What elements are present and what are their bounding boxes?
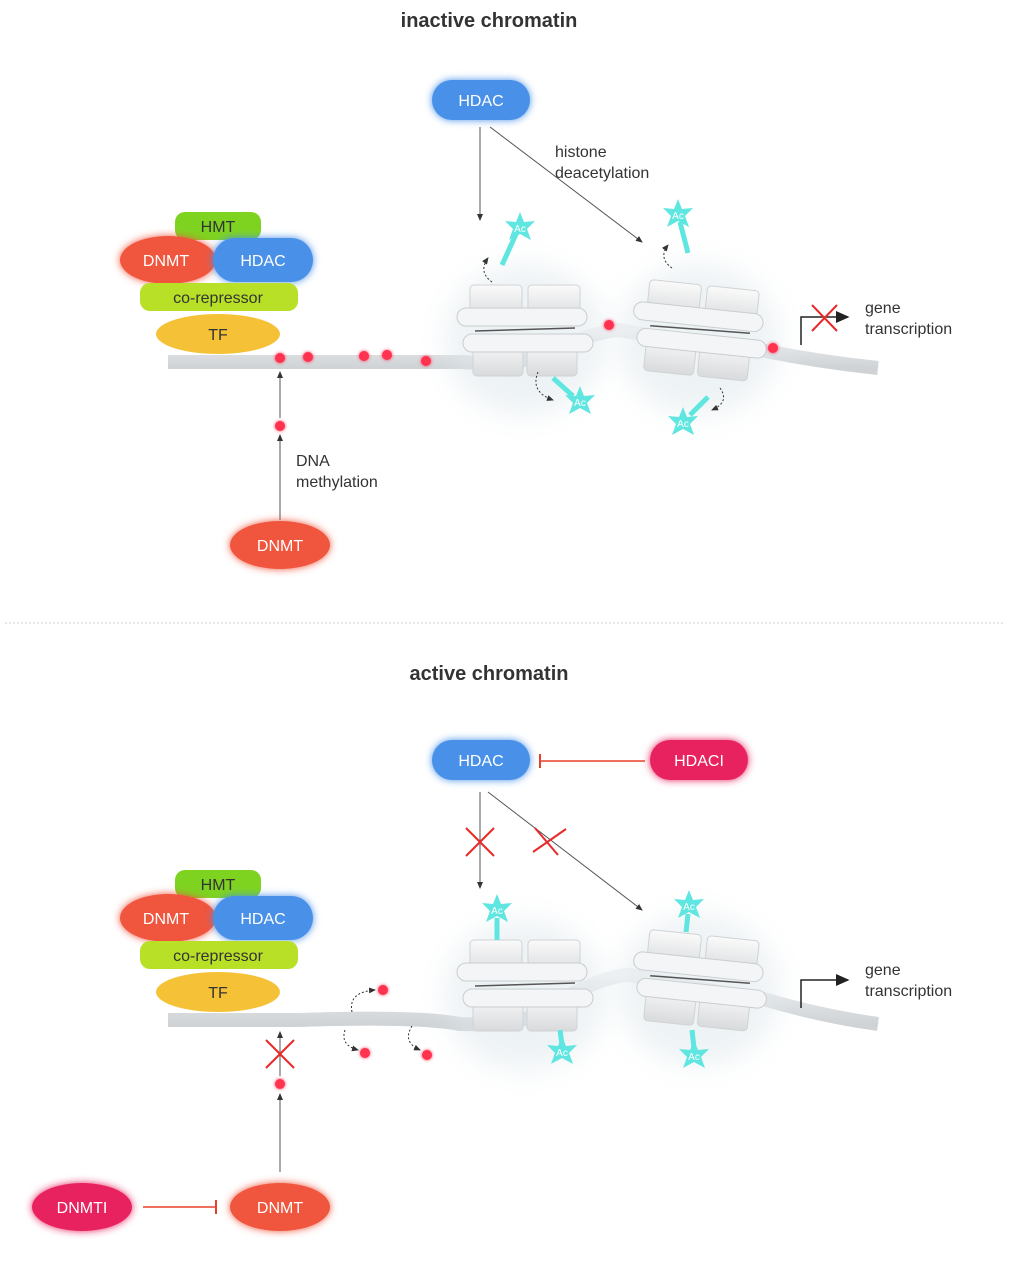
methyl-dot: [303, 352, 313, 362]
release-arrow: [407, 1025, 421, 1051]
release-arrow: [535, 371, 554, 401]
svg-text:DNMT: DNMT: [257, 538, 303, 555]
svg-text:co-repressor: co-repressor: [173, 290, 263, 307]
svg-text:Ac: Ac: [574, 398, 586, 409]
block-x-icon: [265, 1039, 295, 1069]
tf-protein: [156, 314, 280, 354]
methyl-dot: [275, 1079, 285, 1089]
methyl-dot: [360, 1048, 370, 1058]
release-arrow: [482, 257, 493, 283]
inhibition-line-hdaci: [539, 754, 645, 768]
nucleosome-1-active: [445, 920, 605, 1070]
arrow-hdac-to-nucleosome-2: [487, 791, 643, 911]
deacetylation-label: histone: [555, 144, 607, 161]
deacetylation-label-2: deacetylation: [555, 165, 649, 182]
svg-text:Ac: Ac: [672, 211, 684, 222]
svg-text:HDAC: HDAC: [240, 253, 285, 270]
acetyl-group: Ac: [499, 212, 535, 267]
hdac-protein: [213, 238, 313, 282]
dnmti-inhibitor: DNMTI: [32, 1183, 132, 1231]
transcription-start-active: [800, 974, 850, 1008]
corepressor-protein: [140, 283, 298, 311]
acetyl-group: Ac: [679, 1029, 709, 1068]
hdac-top-active: HDAC: [432, 740, 530, 780]
svg-text:Ac: Ac: [514, 224, 526, 235]
methyl-dot: [604, 320, 614, 330]
svg-text:Ac: Ac: [556, 1048, 568, 1059]
panel-title-active: active chromatin: [410, 663, 569, 685]
svg-text:DNMT: DNMT: [143, 253, 189, 270]
methyl-dot: [359, 351, 369, 361]
dnmt-bottom-inactive: DNMT: [230, 521, 330, 569]
hmt-protein: [175, 212, 261, 240]
corepressor-protein: [140, 941, 298, 969]
transcription-start-inactive: [800, 304, 850, 345]
transcription-label: transcription: [865, 983, 952, 1000]
gene-label: gene: [865, 300, 901, 317]
transcription-label: transcription: [865, 321, 952, 338]
repressor-complex-inactive: HMT DNMT HDAC co-repressor TF: [120, 212, 313, 354]
svg-text:HDAC: HDAC: [458, 93, 503, 110]
methyl-groups-active: [275, 985, 432, 1089]
dnmt-protein: [120, 236, 216, 284]
svg-text:DNMTI: DNMTI: [57, 1200, 108, 1217]
acetyl-group: Ac: [547, 1029, 577, 1064]
svg-text:Ac: Ac: [688, 1052, 700, 1063]
hmt-protein: [175, 870, 261, 898]
tf-protein: [156, 972, 280, 1012]
block-x-icon: [465, 827, 495, 857]
svg-text:HDAC: HDAC: [240, 911, 285, 928]
svg-text:DNMT: DNMT: [257, 1200, 303, 1217]
methyl-dot: [275, 353, 285, 363]
methyl-dot: [275, 421, 285, 431]
svg-text:TF: TF: [208, 985, 228, 1002]
acetyl-group: Ac: [668, 395, 710, 435]
svg-text:HMT: HMT: [201, 219, 236, 236]
methyl-dot: [421, 356, 431, 366]
svg-text:co-repressor: co-repressor: [173, 948, 263, 965]
nucleosome-2-inactive: [612, 257, 787, 423]
arrow-hdac-to-nucleosome-2: [489, 126, 643, 243]
acetyl-group: Ac: [551, 376, 595, 414]
svg-text:HMT: HMT: [201, 877, 236, 894]
methyl-dot: [382, 350, 392, 360]
acetyl-group: Ac: [674, 890, 704, 933]
methyl-dot: [422, 1050, 432, 1060]
acetyl-group: Ac: [663, 199, 693, 254]
panel-title-inactive: inactive chromatin: [401, 10, 578, 32]
release-arrow: [350, 987, 376, 1013]
nucleosome-2-active: [612, 907, 787, 1073]
acetyl-group: Ac: [482, 894, 512, 940]
hdaci-inhibitor: HDACI: [650, 740, 748, 780]
methylation-label-2: methylation: [296, 474, 378, 491]
svg-text:HDACI: HDACI: [674, 753, 724, 770]
release-arrow: [343, 1029, 359, 1052]
svg-text:HDAC: HDAC: [458, 753, 503, 770]
release-arrow: [711, 387, 725, 411]
svg-text:Ac: Ac: [491, 906, 503, 917]
repressor-complex-active: HMT DNMT HDAC co-repressor TF: [120, 870, 313, 1012]
svg-text:Ac: Ac: [683, 902, 695, 913]
hdac-top-inactive: HDAC: [432, 80, 530, 120]
dnmt-bottom-active: DNMT: [230, 1183, 330, 1231]
dnmt-protein: [120, 894, 216, 942]
methylation-label: DNA: [296, 453, 330, 470]
svg-text:TF: TF: [208, 327, 228, 344]
methyl-dot: [378, 985, 388, 995]
methyl-dot: [768, 343, 778, 353]
svg-text:DNMT: DNMT: [143, 911, 189, 928]
svg-text:Ac: Ac: [677, 419, 689, 430]
release-arrow: [661, 244, 673, 269]
block-x-icon: [532, 827, 567, 856]
methyl-groups-inactive: [275, 320, 778, 431]
inhibition-line-dnmti: [143, 1200, 217, 1214]
hdac-protein: [213, 896, 313, 940]
gene-label: gene: [865, 962, 901, 979]
